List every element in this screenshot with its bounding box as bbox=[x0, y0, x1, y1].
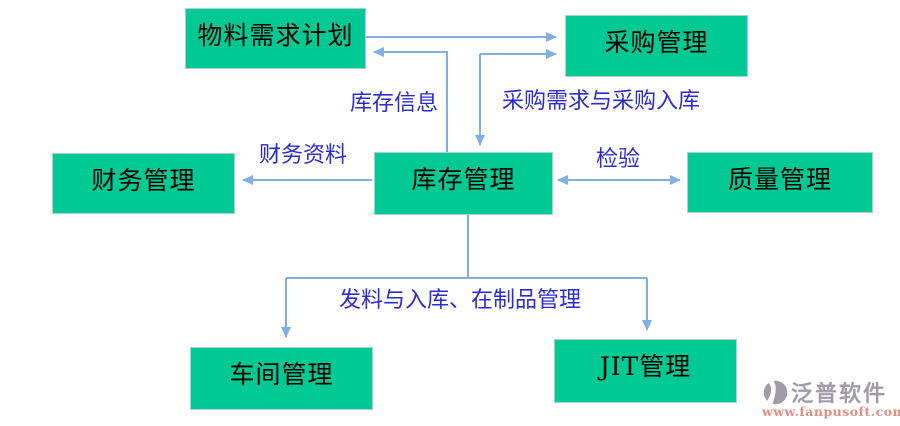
watermark-url: www.fanpusoft.com bbox=[762, 404, 900, 419]
node-quality-management: 质量管理 bbox=[687, 152, 873, 213]
edge-label-finance-data: 财务资料 bbox=[259, 143, 348, 168]
node-label: 质量管理 bbox=[727, 165, 832, 194]
node-workshop-management: 车间管理 bbox=[190, 347, 373, 410]
edge-inventory-to-mrp bbox=[373, 47, 448, 152]
edge-label-issue-wip: 发料与入库、在制品管理 bbox=[339, 288, 582, 313]
node-label: JIT管理 bbox=[599, 352, 692, 381]
node-purchasing-management: 采购管理 bbox=[565, 15, 748, 77]
node-label: 财务管理 bbox=[91, 166, 196, 195]
node-inventory-management: 库存管理 bbox=[374, 152, 553, 215]
node-label: 库存管理 bbox=[411, 165, 516, 194]
node-label: 采购管理 bbox=[604, 28, 709, 57]
fanpu-watermark: 泛普软件 www.fanpusoft.com bbox=[762, 376, 900, 419]
edge-label-inspection: 检验 bbox=[596, 147, 641, 172]
watermark-brand: 泛普软件 bbox=[791, 381, 888, 407]
node-label: 车间管理 bbox=[229, 360, 334, 389]
node-finance-management: 财务管理 bbox=[52, 153, 235, 214]
fanpu-logo-icon bbox=[763, 379, 788, 405]
node-label: 物料需求计划 bbox=[197, 21, 354, 50]
node-jit-management: JIT管理 bbox=[554, 339, 737, 403]
node-material-requirements-planning: 物料需求计划 bbox=[185, 8, 366, 69]
edge-label-purchase-demand: 采购需求与采购入库 bbox=[502, 89, 701, 114]
edge-label-inventory-info: 库存信息 bbox=[350, 91, 439, 116]
